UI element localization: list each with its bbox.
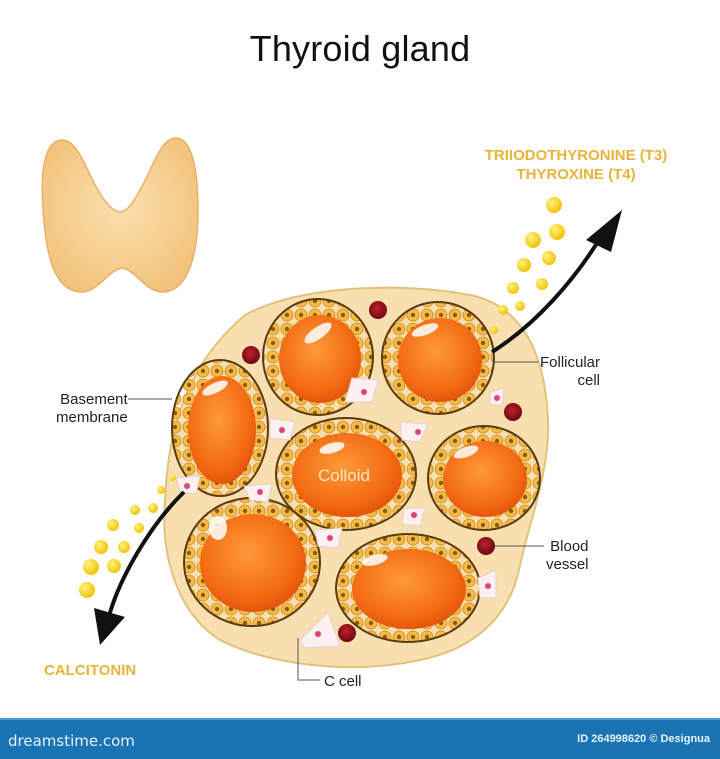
- follicle-6: [183, 497, 321, 627]
- arrow-up-icon: [490, 233, 604, 354]
- follicular-label-line1: Follicular: [540, 354, 601, 371]
- calcitonin-particles: [79, 475, 176, 598]
- leader-lines: [128, 361, 544, 681]
- follicle-1: [171, 359, 269, 497]
- colloid-label: Colloid: [318, 466, 370, 485]
- follicular-label-line2: cell: [577, 372, 601, 389]
- follicle-4-colloid: [275, 417, 417, 531]
- t3-t4-label: TRIIODOTHYRONINE (T3) THYROXINE (T4): [476, 146, 676, 184]
- t4-label: THYROXINE (T4): [516, 166, 636, 183]
- follicular-cell-label: Follicular cell: [540, 354, 600, 390]
- basement-label-line1: Basement: [60, 391, 128, 408]
- calcitonin-label: CALCITONIN: [44, 662, 137, 679]
- follicle-5: [427, 425, 541, 531]
- blood-label-line2: vessel: [546, 556, 589, 573]
- follicle-7: [335, 533, 481, 643]
- follicle-3: [381, 301, 495, 415]
- arrow-down-icon: [106, 490, 186, 621]
- basement-label-line2: membrane: [56, 409, 128, 426]
- brand-link[interactable]: dreamstime.com: [8, 732, 135, 750]
- c-cell-label: C cell: [324, 673, 362, 690]
- t3-label: TRIIODOTHYRONINE (T3): [484, 147, 668, 164]
- thyroid-gland-icon: [41, 137, 199, 293]
- blood-label-line1: Blood: [550, 538, 589, 555]
- c-cells: [175, 377, 505, 649]
- blood-vessel-label: Blood vessel: [546, 538, 589, 574]
- image-credit: ID 264998620 © Designua: [577, 733, 710, 745]
- diagram-title: Thyroid gland: [249, 28, 471, 69]
- watermark-footer: dreamstime.com ID 264998620 © Designua: [0, 718, 720, 759]
- basement-membrane-label: Basement membrane: [56, 391, 128, 427]
- follicle-2: [262, 298, 374, 416]
- t3-t4-particles: [490, 197, 565, 334]
- blood-vessels: [242, 301, 522, 642]
